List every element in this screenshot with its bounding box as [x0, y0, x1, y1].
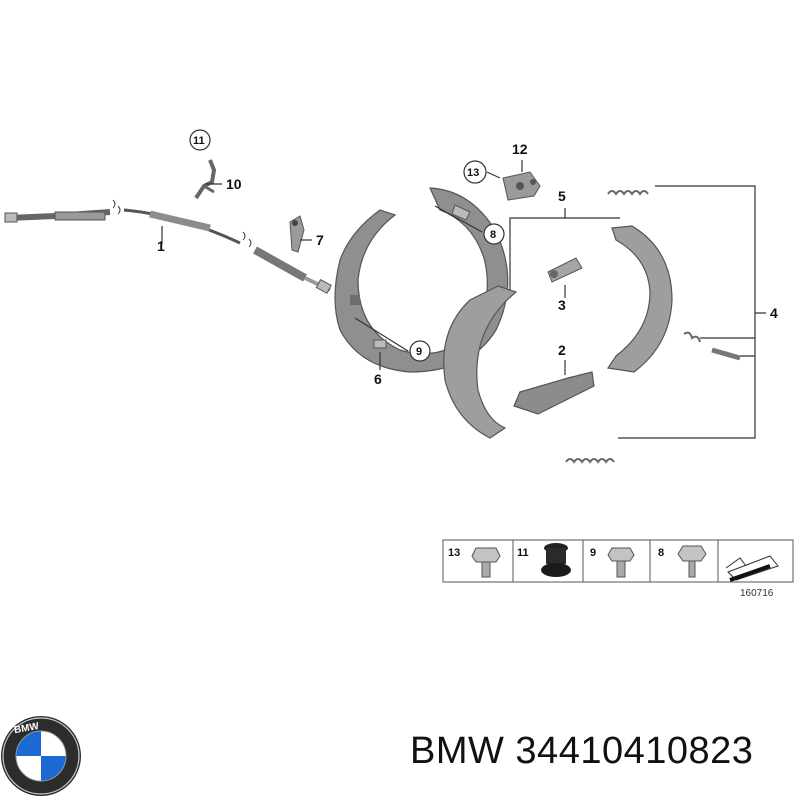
- callout-3: 3: [558, 297, 566, 313]
- svg-text:BMW: BMW: [13, 721, 40, 736]
- callout-9-ring: [409, 340, 431, 362]
- callout-2: 2: [558, 342, 566, 358]
- hex-bolt-icon: [471, 547, 501, 578]
- callout-11: 11: [193, 135, 205, 147]
- adjuster-part: [502, 171, 541, 201]
- legend-number-11: 11: [517, 547, 529, 559]
- callout-4: 4: [770, 305, 778, 321]
- callout-6: 6: [374, 371, 382, 387]
- part-number-label: BMW 34410410823: [410, 730, 754, 772]
- callout-10: 10: [226, 176, 242, 192]
- callout-8: 8: [490, 229, 496, 241]
- callout-1: 1: [157, 238, 165, 254]
- callout-7: 7: [316, 232, 324, 248]
- hex-bolt-icon: [677, 545, 707, 578]
- legend-number-9: 9: [590, 547, 596, 559]
- brake-shoe-left-part: [443, 285, 518, 439]
- brake-cable-part: [4, 199, 332, 294]
- cable-bracket-part: [194, 159, 217, 200]
- lever-part: [289, 215, 305, 253]
- callout-12: 12: [512, 141, 528, 157]
- shoe-lever-part: [513, 371, 595, 415]
- diagram-code: 160716: [740, 588, 774, 599]
- legend-number-8: 8: [658, 547, 664, 559]
- rubber-grommet-icon: [541, 543, 571, 577]
- brake-shoe-right-part: [606, 225, 673, 373]
- hardware-legend: 13 11 9 8 160716: [442, 539, 794, 599]
- bmw-logo: BMW: [1, 716, 81, 796]
- callout-11-ring: [189, 129, 211, 151]
- callout-13: 13: [467, 167, 479, 179]
- callout-9: 9: [416, 346, 422, 358]
- callout-13-ring: [463, 160, 487, 184]
- springs-part: [565, 190, 741, 464]
- callout-5: 5: [558, 188, 566, 204]
- legend-number-13: 13: [448, 547, 460, 559]
- callouts: 1 2 3 4 5 6 7 8 9 10 11 12 13: [157, 129, 778, 387]
- adjuster-screw-part: [547, 257, 583, 283]
- leader-lines: [161, 160, 766, 439]
- arrow-icon: [725, 555, 779, 582]
- hex-bolt-icon: [607, 547, 635, 578]
- callout-8-ring: [483, 223, 505, 245]
